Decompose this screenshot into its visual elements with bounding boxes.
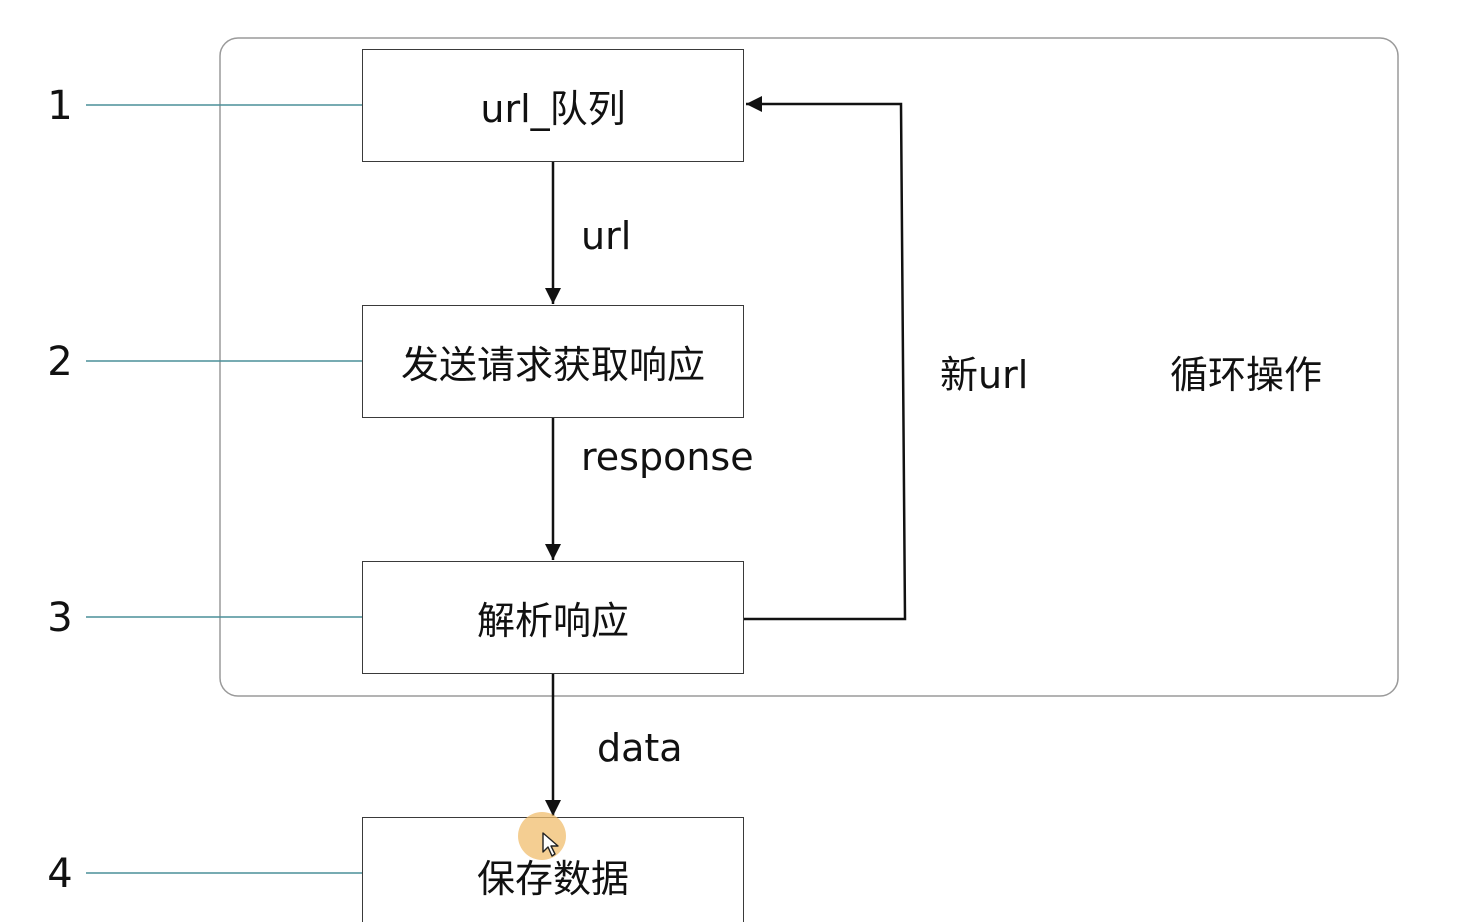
parse-response-label: 解析响应: [476, 599, 629, 643]
loop-label: 循环操作: [1170, 353, 1323, 397]
step-number-1: 1: [47, 83, 73, 129]
send-request-label: 发送请求获取响应: [400, 343, 705, 387]
url-queue-box: url_队列: [362, 49, 744, 162]
edge-label-data: data: [597, 726, 683, 770]
step-number-3: 3: [47, 595, 73, 641]
edge-label-response: response: [581, 435, 754, 479]
step-number-2: 2: [47, 339, 73, 385]
edge-label-url: url: [581, 214, 632, 258]
send-request-box: 发送请求获取响应: [362, 305, 744, 418]
url-queue-label: url_队列: [480, 87, 626, 131]
mouse-pointer-icon: [542, 832, 559, 857]
cursor-highlight: [518, 812, 566, 860]
parse-response-box: 解析响应: [362, 561, 744, 674]
loop-frame: [219, 37, 1399, 697]
save-data-label: 保存数据: [476, 857, 629, 901]
step-number-4: 4: [47, 851, 73, 897]
arrow-new-url: [744, 96, 907, 621]
edge-label-new-url: 新url: [940, 353, 1029, 397]
